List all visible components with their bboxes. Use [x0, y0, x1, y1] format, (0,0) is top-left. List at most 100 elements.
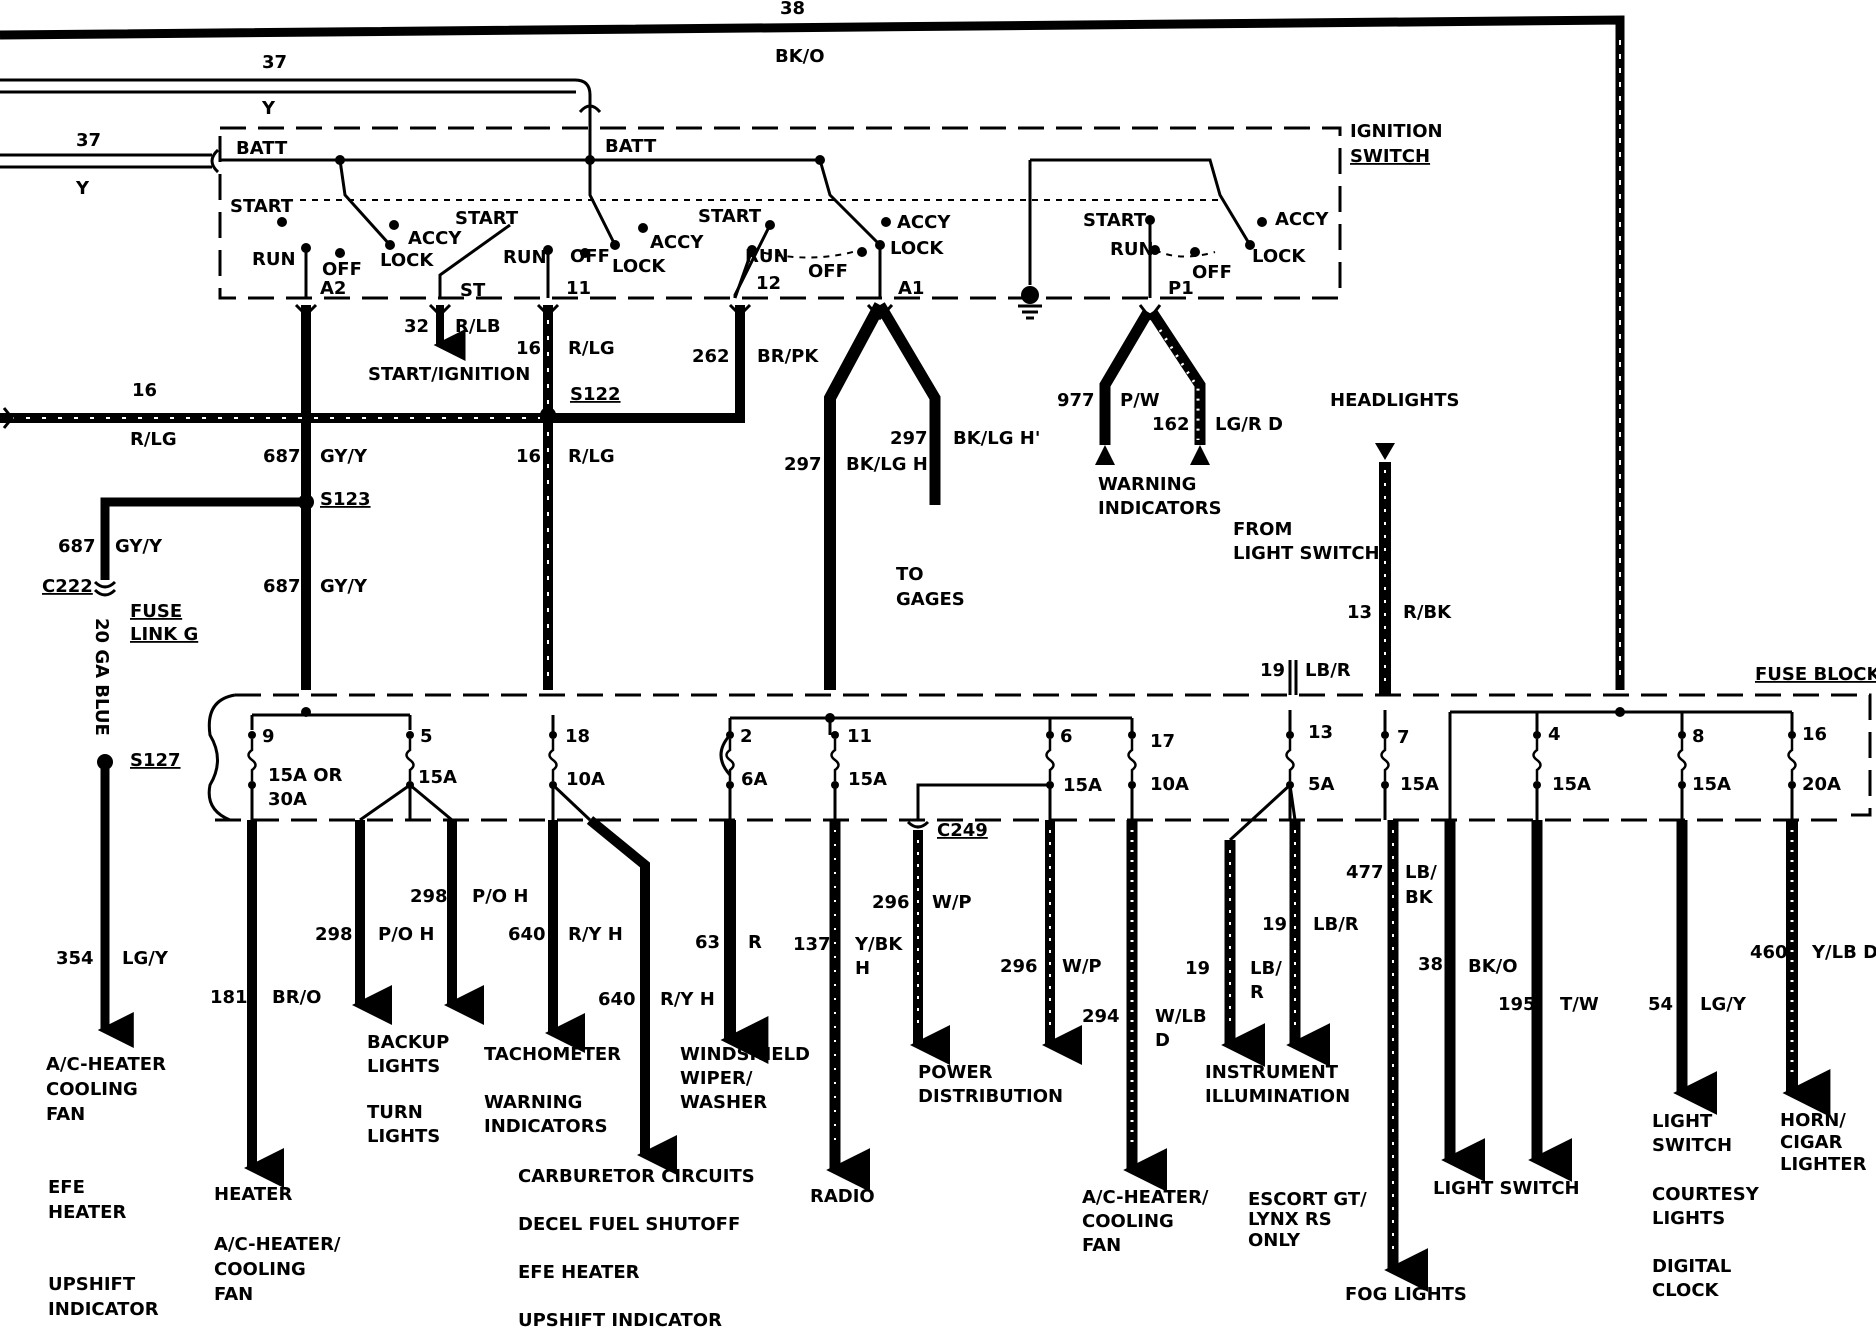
fuse-symbol	[830, 731, 840, 820]
ignition-section-1	[220, 155, 595, 298]
label: A/C-HEATER	[46, 1054, 166, 1075]
label: 354	[56, 948, 94, 969]
label: WINDSHIELD	[680, 1044, 810, 1065]
fuse-symbol	[1045, 731, 1055, 820]
label: FOG LIGHTS	[1345, 1284, 1467, 1305]
wire-297	[824, 302, 941, 690]
label: LINK G	[130, 624, 198, 645]
label: LIGHTS	[1652, 1208, 1725, 1229]
label: 19	[1262, 914, 1287, 935]
label: 195	[1498, 994, 1536, 1015]
label: DISTRIBUTION	[918, 1086, 1063, 1107]
fuse-number: 2	[740, 726, 753, 747]
label: BK/LG H'	[953, 428, 1040, 449]
label: Y/LB D	[1811, 942, 1876, 963]
fuse-rating: 20A	[1802, 774, 1841, 795]
label: WARNING	[1098, 474, 1196, 495]
label: 32	[404, 316, 429, 337]
fuse-number: 8	[1692, 726, 1705, 747]
label: Y	[261, 98, 276, 119]
label: HORN/	[1780, 1110, 1846, 1131]
fuse-rating: 15A	[848, 769, 887, 790]
upper-labels: 32 R/LB START/IGNITION 16 R/LG 262 BR/PK…	[42, 316, 1876, 771]
label: BK/O	[775, 46, 825, 67]
fuse-rating: 15A	[1063, 775, 1102, 796]
label: BK/LG H	[846, 454, 928, 475]
fuse-rating: 15A	[1552, 774, 1591, 795]
label: 477	[1346, 862, 1384, 883]
label: W/LB	[1155, 1006, 1207, 1027]
label: FUSE	[130, 601, 182, 622]
label: LOCK	[612, 256, 666, 277]
fuse-symbol	[405, 731, 415, 820]
fuse-number: 7	[1397, 727, 1410, 748]
label: LYNX RS	[1248, 1209, 1332, 1230]
label: TACHOMETER	[484, 1044, 621, 1065]
fuse-number: 6	[1060, 726, 1073, 747]
label: C249	[937, 820, 988, 841]
label: R/Y H	[660, 989, 715, 1010]
fuse-symbol	[1532, 731, 1542, 820]
label: START	[1083, 210, 1147, 231]
label: ONLY	[1248, 1230, 1301, 1251]
label: START	[698, 206, 762, 227]
wire-977-162	[1095, 304, 1210, 465]
ignition-section-2	[438, 112, 648, 298]
fuse-number: 11	[847, 726, 872, 747]
label: LIGHTS	[367, 1126, 440, 1147]
label: LG/Y	[1700, 994, 1747, 1015]
label: ILLUMINATION	[1205, 1086, 1350, 1107]
label: LG/Y	[122, 948, 169, 969]
fuse-block-title: FUSE BLOCK	[1755, 664, 1876, 685]
wire-296-power	[906, 783, 1082, 1065]
top-labels: 38 BK/O 37 Y 37 Y	[75, 0, 825, 199]
label: BK/O	[1468, 956, 1518, 977]
label: R/Y H	[568, 924, 623, 945]
fuse-rating: 30A	[268, 789, 307, 810]
label: EFE HEATER	[518, 1262, 640, 1283]
label: 181	[210, 987, 248, 1008]
fuse-symbol	[548, 731, 558, 820]
label: ESCORT GT/	[1248, 1189, 1367, 1210]
label: GY/Y	[320, 576, 368, 597]
label: 19	[1260, 660, 1285, 681]
label: EFE	[48, 1177, 85, 1198]
label: ACCY	[1275, 209, 1329, 230]
label: W/P	[1062, 956, 1102, 977]
label: POWER	[918, 1062, 993, 1083]
label: WASHER	[680, 1092, 767, 1113]
fuse-number: 5	[420, 726, 433, 747]
wire-298-backup	[352, 783, 484, 1025]
label: R/BK	[1403, 602, 1452, 623]
label: UPSHIFT INDICATOR	[518, 1310, 722, 1331]
label: BACKUP	[367, 1032, 449, 1053]
fuse-rating: 5A	[1308, 774, 1335, 795]
label: A/C-HEATER/	[1082, 1187, 1209, 1208]
fuse-symbol	[1787, 731, 1797, 820]
label: LIGHTS	[367, 1056, 440, 1077]
label: LIGHT SWITCH	[1233, 543, 1380, 564]
label: WARNING	[484, 1092, 582, 1113]
label: 977	[1057, 390, 1095, 411]
fuse-symbol	[247, 731, 257, 820]
label: LB/	[1405, 862, 1437, 883]
label: LOCK	[380, 250, 434, 271]
label: R/LG	[568, 446, 615, 467]
label: COOLING	[46, 1079, 138, 1100]
label: HEATER	[48, 1202, 126, 1223]
wire-687-branch	[93, 497, 306, 597]
label: INSTRUMENT	[1205, 1062, 1339, 1083]
fuse-rating: 10A	[566, 769, 605, 790]
label: GAGES	[896, 589, 965, 610]
label: 687	[263, 576, 301, 597]
feed-wire-37-upper	[0, 78, 602, 114]
label: START	[455, 208, 519, 229]
label: OFF	[1192, 262, 1232, 283]
label: 296	[1000, 956, 1038, 977]
label: 297	[784, 454, 822, 475]
label: ACCY	[408, 228, 462, 249]
label: A/C-HEATER/	[214, 1234, 341, 1255]
fuse-number: 4	[1548, 724, 1561, 745]
label: TO	[896, 564, 924, 585]
label: 16	[132, 380, 157, 401]
